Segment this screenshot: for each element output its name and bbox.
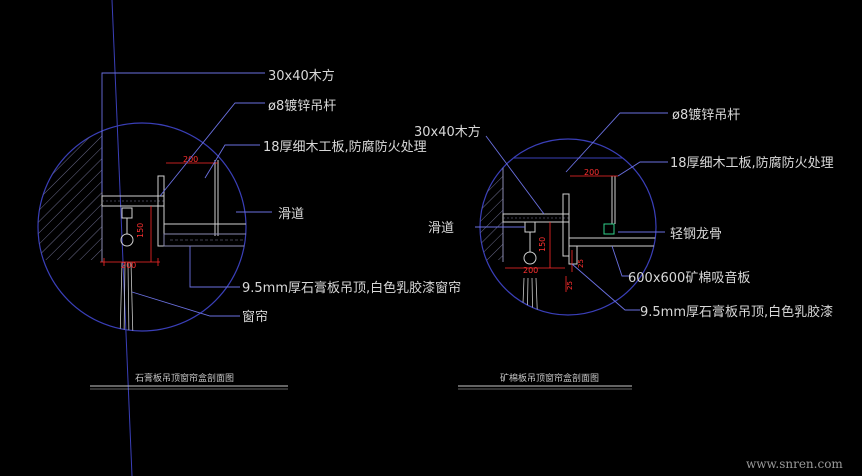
left-vertical-board (157, 175, 165, 247)
right-detail-title: 矿棉板吊顶窗帘盒剖面图 (500, 372, 599, 384)
right-dim-width-top: 200 (584, 168, 599, 177)
right-vertical-board (562, 193, 570, 257)
right-detail: 200 150 200 25 25 ø8镀锌吊杆 30x40木方 18厚细木工板… (414, 107, 834, 390)
left-label-gypsum: 9.5mm厚石膏板吊顶,白色乳胶漆窗帘 (242, 280, 461, 296)
right-label-keel: 轻钢龙骨 (670, 227, 722, 242)
right-label-rod: ø8镀锌吊杆 (672, 107, 740, 123)
right-keel (603, 223, 615, 235)
left-leader-lines (101, 72, 272, 317)
right-dim-width-bottom: 200 (523, 266, 538, 275)
watermark: www.snren.com (746, 457, 843, 471)
right-label-gypsum: 9.5mm厚石膏板吊顶,白色乳胶漆 (640, 304, 833, 320)
reference-line (111, 0, 133, 476)
left-label-rod: ø8镀锌吊杆 (268, 98, 336, 114)
left-dim-width-top: 200 (183, 155, 198, 164)
left-curtain (119, 261, 134, 331)
right-leader-lines (475, 112, 668, 311)
right-dim-small-b: 25 (566, 281, 574, 290)
right-label-mineral-board: 600x600矿棉吸音板 (628, 270, 750, 286)
left-label-board: 18厚细木工板,防腐防火处理 (263, 139, 427, 155)
left-label-curtain: 窗帘 (242, 309, 268, 325)
left-dim-width-bottom: 200 (121, 261, 136, 270)
left-dim-height: 150 (136, 223, 145, 238)
right-label-board: 18厚细木工板,防腐防火处理 (670, 155, 834, 171)
right-dim-small-a: 25 (577, 259, 585, 268)
left-detail-title: 石膏板吊顶窗帘盒剖面图 (135, 372, 234, 384)
right-label-wood-batten: 30x40木方 (414, 124, 481, 140)
right-dim-height: 150 (538, 237, 547, 252)
right-mineral-board (568, 237, 656, 247)
left-label-track: 滑道 (278, 207, 304, 222)
right-label-track: 滑道 (428, 221, 454, 236)
left-label-wood-batten: 30x40木方 (268, 68, 335, 84)
